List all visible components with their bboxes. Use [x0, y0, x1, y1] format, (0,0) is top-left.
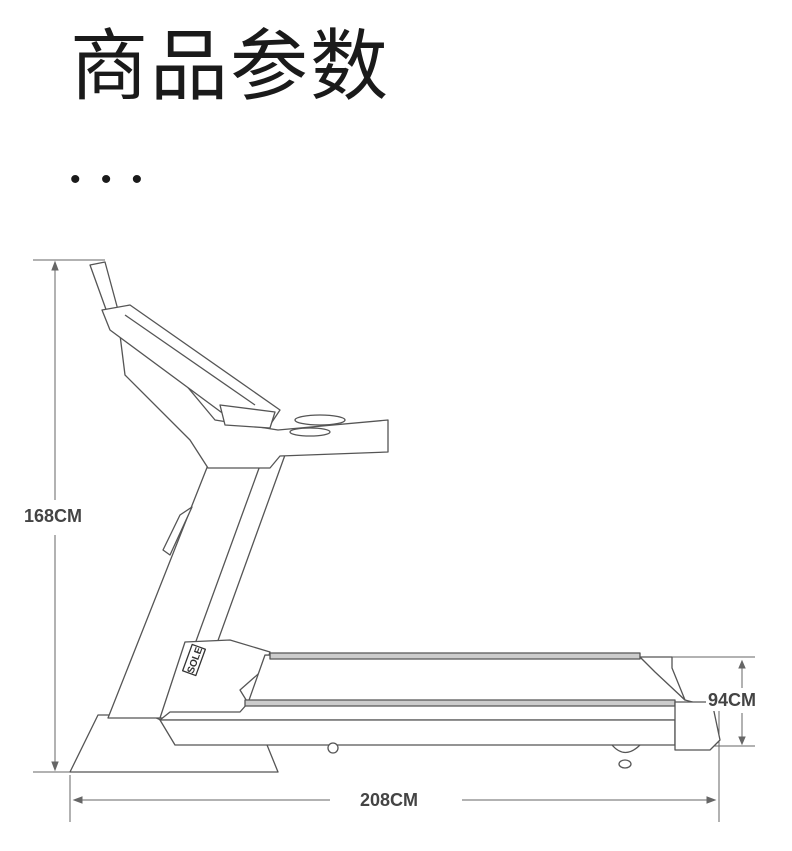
arrow-up-icon [738, 659, 746, 669]
side-handle [162, 506, 193, 556]
side-rail-top [269, 652, 641, 660]
wheel-front [327, 742, 339, 754]
arrow-down-icon [738, 736, 746, 746]
arrow-up-icon [51, 260, 59, 271]
arrow-down-icon [51, 761, 59, 772]
deck-height-label: 94CM [706, 690, 759, 711]
treadmill-drawing: SOLE [69, 261, 721, 773]
side-rail-bottom [244, 699, 676, 707]
page-title: 商品参数 [70, 22, 391, 112]
height-label: 168CM [22, 506, 85, 527]
dimension-lines [33, 259, 755, 822]
deck-frame [159, 719, 676, 746]
arrow-left-icon [72, 796, 83, 804]
handle-top [89, 261, 119, 316]
rear-end-cap [674, 701, 721, 751]
arrow-right-icon [706, 796, 717, 804]
rear-foot [618, 759, 632, 769]
ellipsis-dots: • • • [70, 163, 149, 196]
length-label: 208CM [358, 790, 421, 811]
